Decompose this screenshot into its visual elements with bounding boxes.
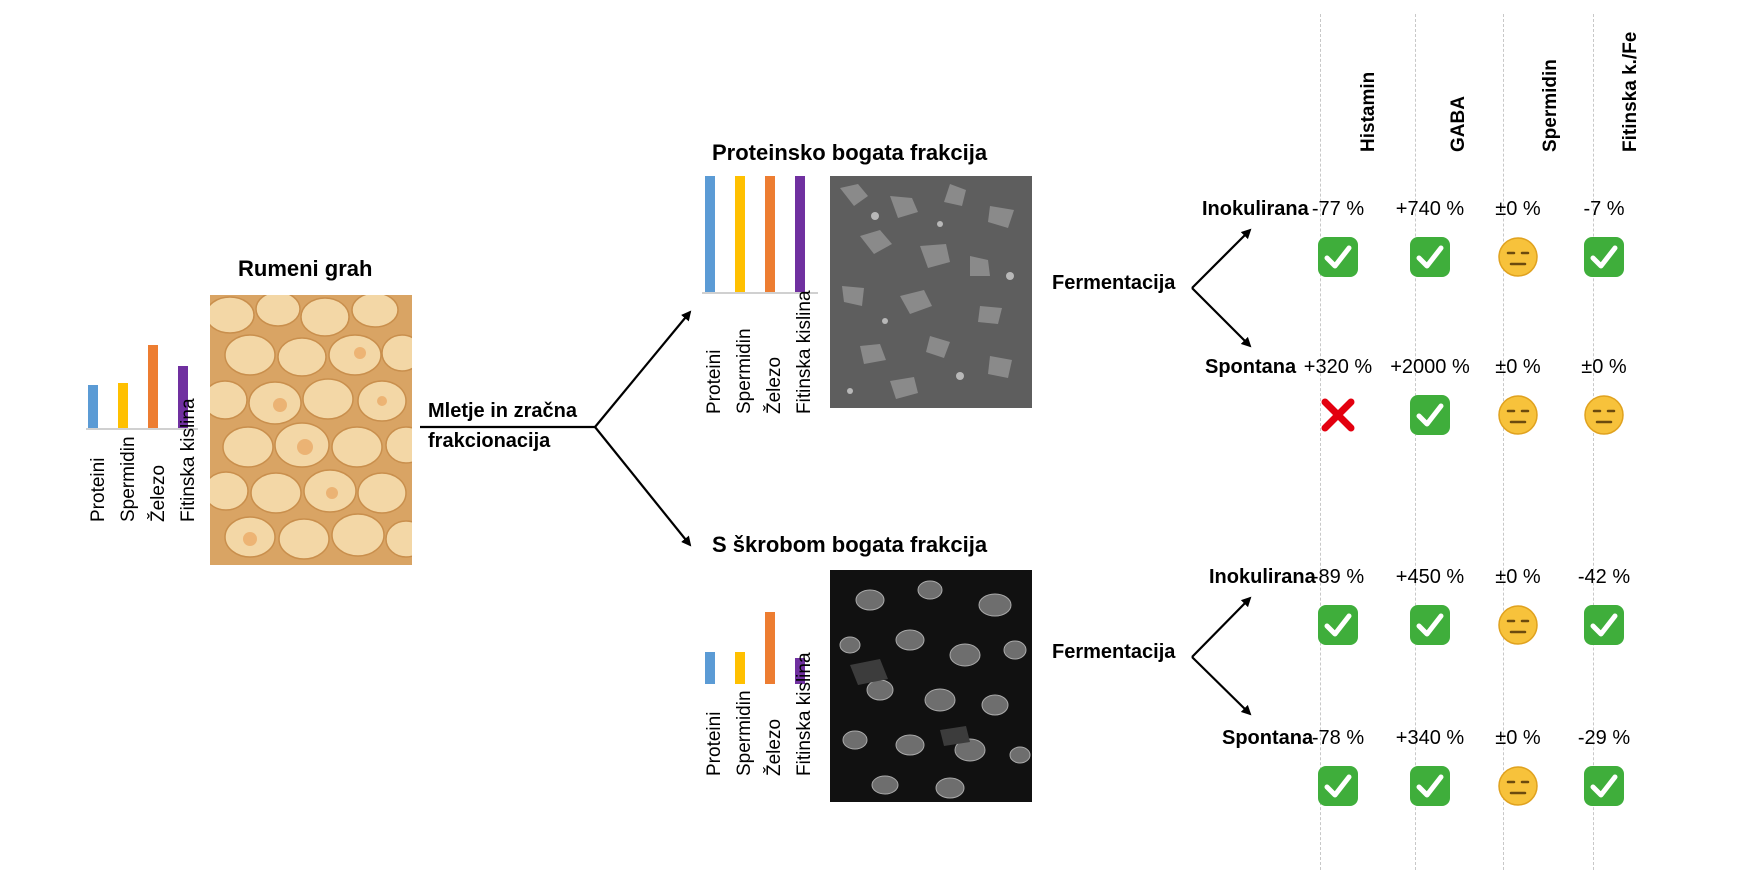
source-title: Rumeni grah [238,256,373,281]
result-value: +2000 % [1390,356,1470,378]
check-icon [1409,604,1451,646]
check-icon [1583,236,1625,278]
starch-fraction-title: S škrobom bogata frakcija [712,532,988,557]
bar-fitinska-kislina [795,658,805,684]
column-divider [1503,14,1504,870]
bar-label: Proteini [704,349,725,414]
check-icon [1317,604,1359,646]
result-value: -77 % [1311,198,1365,220]
protein-chart-axis [702,292,818,294]
arrow-starch-spont [1191,656,1252,716]
arrow-protein-spont [1191,287,1252,348]
bar-label: Spermidin [118,436,139,522]
starch-fraction-sem-image [830,570,1032,802]
result-value: -42 % [1577,566,1631,588]
result-value: ±0 % [1495,727,1541,749]
column-header-gaba: GABA [1448,96,1469,152]
check-icon [1317,765,1359,807]
protein-bar-chart [705,176,815,294]
check-icon [1409,765,1451,807]
column-header-histamin: Histamin [1358,71,1379,152]
column-header-fitinska: Fitinska k./Fe [1620,31,1641,152]
bar-label: Fitinska kislina [178,398,199,522]
neutral-face-icon [1497,765,1539,807]
arrow-starch-inoc [1191,596,1252,658]
bar-label: Fitinska kislina [794,290,815,414]
column-divider [1415,14,1416,870]
process-label-line2: frakcionacija [428,430,551,452]
result-value: ±0 % [1495,566,1541,588]
bar-železo [765,612,775,684]
bar-fitinska-kislina [795,176,805,294]
source-bar-chart [88,330,198,430]
bar-label: Fitinska kislina [794,652,815,776]
column-divider [1320,14,1321,870]
check-icon [1317,236,1359,278]
result-value: ±0 % [1581,356,1627,378]
bar-label: Železo [148,464,169,522]
result-value: -78 % [1311,727,1365,749]
check-icon [1583,765,1625,807]
result-value: +450 % [1395,566,1465,588]
bar-label: Proteini [704,711,725,776]
protein-fermentation-label: Fermentacija [1052,272,1176,294]
check-icon [1409,236,1451,278]
source-chart-axis [86,428,198,430]
bar-label: Železo [764,356,785,414]
bar-železo [765,176,775,294]
neutral-face-icon [1497,394,1539,436]
bar-proteini [88,385,98,430]
starch-fermentation-label: Fermentacija [1052,641,1176,663]
column-header-spermidin: Spermidin [1540,59,1561,152]
protein-fraction-title: Proteinsko bogata frakcija [712,140,988,165]
cross-icon [1317,394,1359,436]
yellow-bean-photo [210,295,412,565]
result-value: -7 % [1583,198,1625,220]
starch-bar-chart [705,612,815,684]
bar-label: Spermidin [734,690,755,776]
column-divider [1593,14,1594,870]
result-value: +740 % [1395,198,1465,220]
neutral-face-icon [1497,236,1539,278]
bar-label: Železo [764,718,785,776]
result-value: +320 % [1303,356,1373,378]
bar-label: Proteini [88,457,109,522]
bar-fitinska-kislina [178,366,188,430]
protein-branch-inokulirana: Inokulirana [1202,198,1309,220]
starch-branch-inokulirana: Inokulirana [1209,566,1316,588]
result-value: -29 % [1577,727,1631,749]
bar-spermidin [735,176,745,294]
check-icon [1583,604,1625,646]
check-icon [1409,394,1451,436]
result-value: -89 % [1311,566,1365,588]
arrow-protein-inoc [1191,228,1252,289]
bar-proteini [705,176,715,294]
arrow-to-starch [594,426,692,547]
protein-fraction-sem-image [830,176,1032,408]
protein-branch-spontana: Spontana [1205,356,1297,378]
result-value: ±0 % [1495,198,1541,220]
result-value: ±0 % [1495,356,1541,378]
starch-branch-spontana: Spontana [1222,727,1314,749]
process-label-line1: Mletje in zračna [428,400,577,422]
bar-proteini [705,652,715,684]
arrow-to-protein [594,310,692,428]
bar-label: Spermidin [734,328,755,414]
bar-železo [148,345,158,430]
bar-spermidin [118,383,128,430]
neutral-face-icon [1583,394,1625,436]
bar-spermidin [735,652,745,684]
neutral-face-icon [1497,604,1539,646]
result-value: +340 % [1395,727,1465,749]
